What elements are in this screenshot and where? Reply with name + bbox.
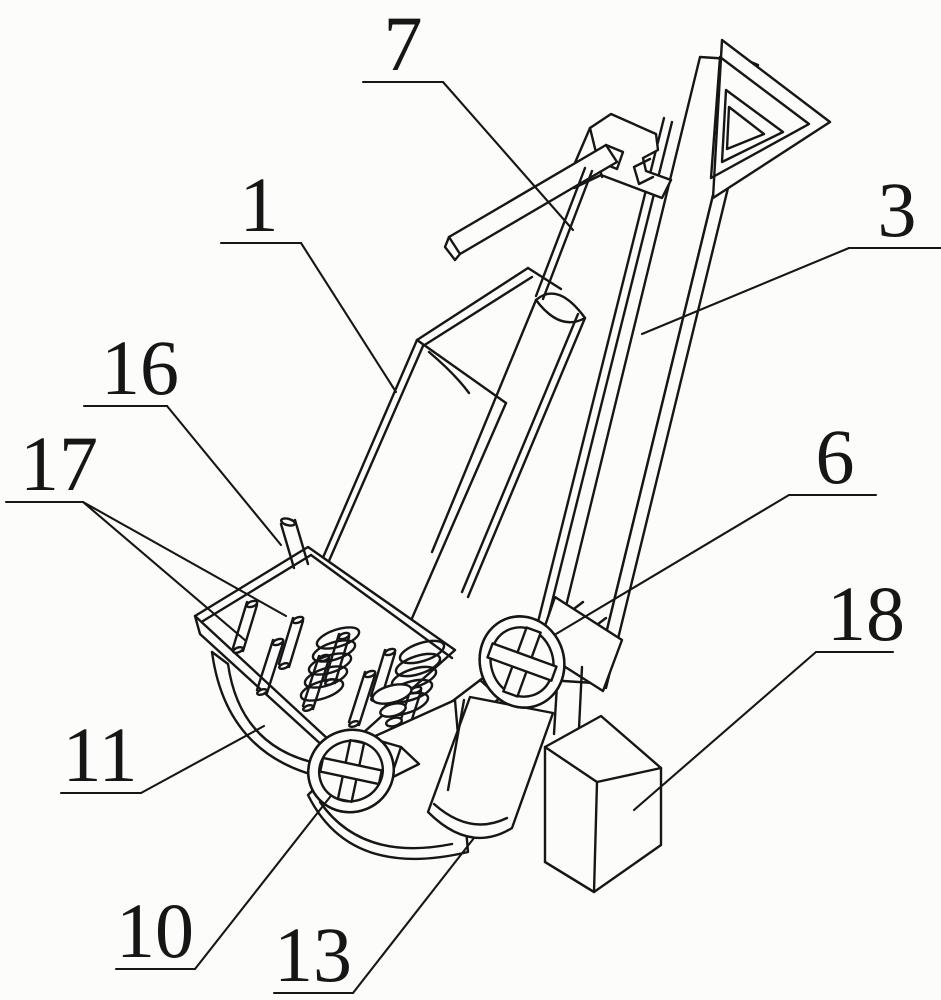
figure-label-18: 18 <box>827 570 905 657</box>
top-bracket <box>711 40 830 198</box>
cylinder-tube <box>432 294 585 597</box>
label-10-leader-line <box>195 797 330 969</box>
label-17-leader-line-2 <box>83 502 246 641</box>
label-7-leader-line <box>443 82 573 230</box>
label-18-leader-line <box>634 652 816 810</box>
figure-label-6: 6 <box>816 413 855 500</box>
device-drawing <box>195 40 830 892</box>
label-16-leader-line <box>167 406 281 545</box>
figure-label-11: 11 <box>62 711 137 798</box>
label-17-leader-line <box>83 502 286 616</box>
figure-label-13: 13 <box>274 911 352 998</box>
label-11-leader-line <box>141 726 264 793</box>
label-13-leader-line <box>353 838 474 993</box>
label-6-leader-line <box>556 495 789 634</box>
figure-label-10: 10 <box>116 887 194 974</box>
guide-rail <box>528 118 672 666</box>
handwheel-upper <box>468 605 576 718</box>
figure-label-7: 7 <box>384 0 423 87</box>
corner-pin <box>280 517 308 568</box>
figure-label-16: 16 <box>101 324 179 411</box>
figure-label-1: 1 <box>240 161 279 248</box>
figure-label-3: 3 <box>878 166 917 253</box>
piston-rod <box>445 145 617 299</box>
handwheel-lower <box>297 718 406 824</box>
label-3-leader-line <box>642 248 849 334</box>
figure-label-17: 17 <box>20 420 98 507</box>
springs <box>298 623 446 720</box>
seed-hopper <box>309 268 561 648</box>
label-1-leader-line <box>301 243 396 392</box>
ground-foot <box>545 716 661 892</box>
